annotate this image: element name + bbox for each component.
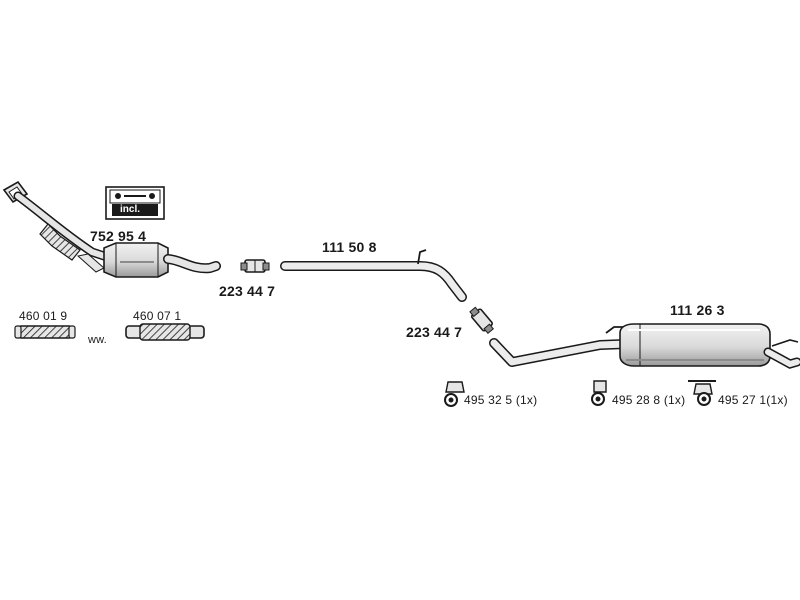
mounting-kit-box-icon xyxy=(105,186,165,220)
front-clamp-part[interactable] xyxy=(240,259,270,273)
flex-pipe-a-label[interactable]: 460 01 9 xyxy=(19,309,68,323)
middle-pipe-label[interactable]: 111 50 8 xyxy=(322,239,377,255)
kit-badge-label: incl. xyxy=(120,204,141,215)
flex-pipe-b-part[interactable] xyxy=(125,323,205,341)
rear-clamp-part[interactable] xyxy=(468,305,495,335)
catalytic-converter-label[interactable]: 752 95 4 xyxy=(90,228,147,244)
mount-a-label[interactable]: 495 32 5 (1x) xyxy=(464,393,538,407)
mount-c-label[interactable]: 495 27 1(1x) xyxy=(718,393,788,407)
alternative-label: ww. xyxy=(88,334,107,346)
rear-clamp-label[interactable]: 223 44 7 xyxy=(406,324,463,340)
mount-b-label[interactable]: 495 28 8 (1x) xyxy=(612,393,686,407)
rear-silencer-part[interactable] xyxy=(489,323,800,369)
rubber-mount-a-part[interactable] xyxy=(444,381,465,407)
flex-pipe-b-label[interactable]: 460 07 1 xyxy=(133,309,182,323)
rubber-mount-c-part[interactable] xyxy=(688,380,716,406)
middle-pipe-part[interactable] xyxy=(280,249,467,302)
catalytic-converter-part[interactable] xyxy=(2,180,221,278)
front-clamp-label[interactable]: 223 44 7 xyxy=(219,283,276,299)
flex-pipe-a-part[interactable] xyxy=(14,325,76,339)
rear-silencer-label[interactable]: 111 26 3 xyxy=(670,302,725,318)
rubber-mount-b-part[interactable] xyxy=(591,380,607,406)
